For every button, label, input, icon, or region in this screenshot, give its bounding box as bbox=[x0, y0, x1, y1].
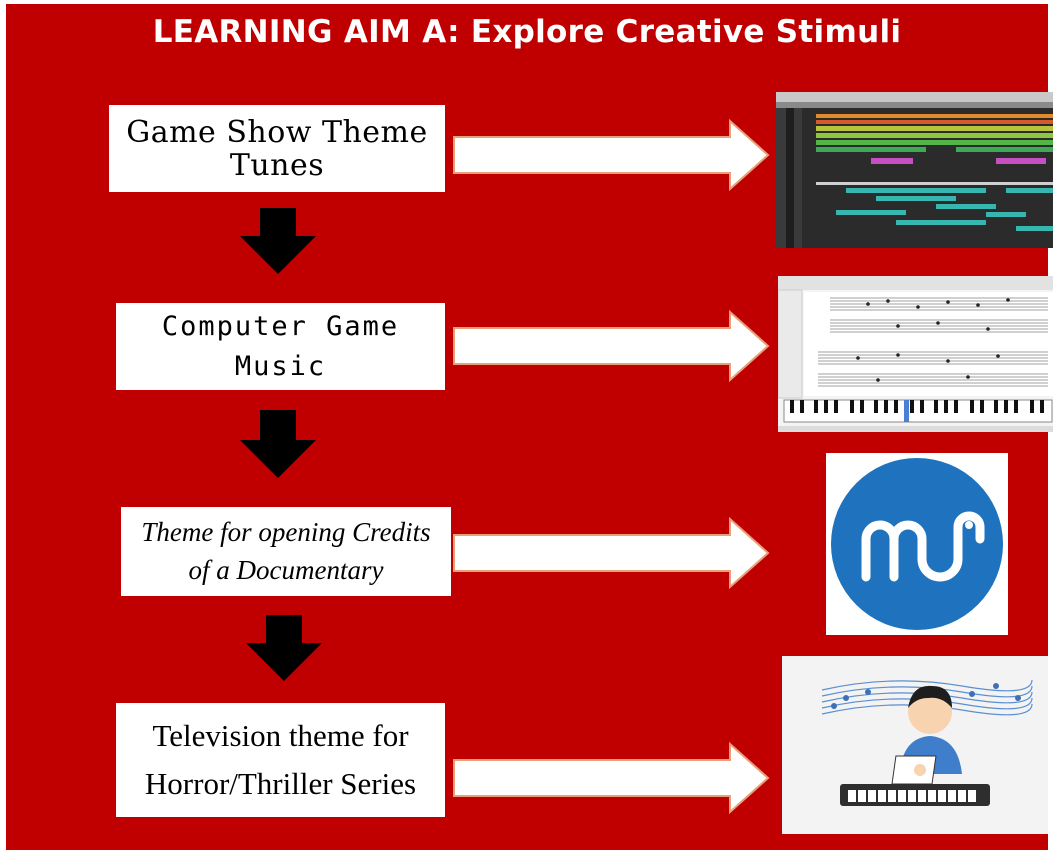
right-arrow-icon bbox=[453, 742, 770, 814]
stimulus-label: Computer Game Music bbox=[161, 311, 400, 382]
right-arrow-icon bbox=[453, 517, 770, 589]
right-arrow-icon bbox=[453, 119, 770, 191]
composer-illustration bbox=[782, 656, 1048, 834]
down-arrow-icon bbox=[240, 410, 316, 478]
down-arrow-icon bbox=[240, 208, 316, 274]
stimulus-box-game-show: Game Show Theme Tunes bbox=[109, 105, 445, 192]
slide-background: LEARNING AIM A: Explore Creative Stimuli… bbox=[6, 4, 1053, 850]
daw-screenshot bbox=[776, 92, 1053, 248]
stimulus-box-computer-game: Computer Game Music bbox=[116, 303, 445, 390]
page-title: LEARNING AIM A: Explore Creative Stimuli bbox=[152, 14, 902, 50]
stimulus-label: Theme for opening Credits of a Documenta… bbox=[141, 516, 431, 585]
down-arrow-icon bbox=[246, 615, 322, 681]
stimulus-box-documentary: Theme for opening Credits of a Documenta… bbox=[121, 507, 451, 596]
stimulus-label: Television theme for Horror/Thriller Ser… bbox=[144, 717, 417, 801]
musescore-logo bbox=[826, 453, 1008, 635]
right-arrow-icon bbox=[453, 310, 770, 382]
stimulus-label: Game Show Theme Tunes bbox=[126, 114, 428, 183]
sheet-music-screenshot bbox=[778, 276, 1053, 432]
stimulus-box-horror-series: Television theme for Horror/Thriller Ser… bbox=[116, 703, 445, 817]
